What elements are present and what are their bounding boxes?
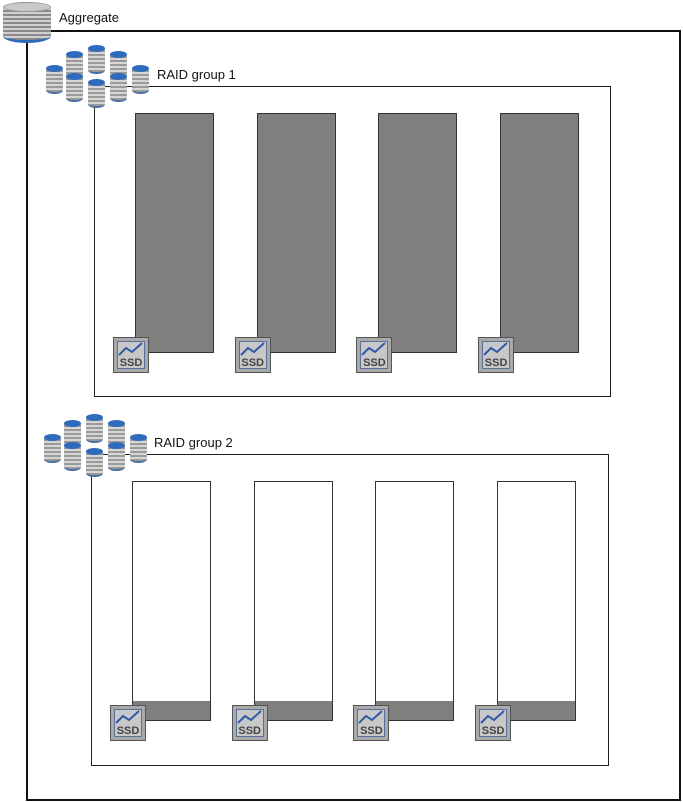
raid-group-label: RAID group 2 — [152, 435, 235, 450]
disk — [500, 113, 580, 353]
disk-used-fill — [257, 114, 335, 352]
ssd-icon: SSD — [475, 705, 512, 741]
ssd-icon: SSD — [478, 337, 515, 373]
disk — [375, 481, 455, 721]
disk-used-fill — [254, 700, 332, 720]
aggregate-label: Aggregate — [57, 10, 121, 25]
disk — [253, 481, 333, 721]
raid-group-icon — [44, 414, 149, 479]
raid-group-icon — [46, 45, 151, 110]
ssd-icon: SSD — [113, 337, 149, 373]
aggregate-icon — [0, 0, 56, 46]
disk — [132, 481, 211, 721]
disk-used-fill — [379, 114, 457, 352]
disk-used-fill — [498, 700, 576, 720]
disk — [378, 113, 458, 353]
ssd-icon: SSD — [110, 705, 146, 741]
disk — [497, 481, 577, 721]
raid-group-label: RAID group 1 — [155, 67, 238, 82]
disk — [256, 113, 336, 353]
ssd-icon: SSD — [231, 705, 268, 741]
aggregate-box — [26, 30, 681, 801]
disk-used-fill — [376, 700, 454, 720]
ssd-icon: SSD — [353, 705, 390, 741]
raid-group-box — [94, 86, 611, 397]
disk — [135, 113, 214, 353]
disk-used-fill — [136, 114, 213, 352]
raid-group-box — [91, 454, 609, 766]
disk-used-fill — [501, 114, 579, 352]
ssd-icon: SSD — [356, 337, 393, 373]
disk-used-fill — [133, 700, 210, 720]
ssd-icon: SSD — [234, 337, 271, 373]
